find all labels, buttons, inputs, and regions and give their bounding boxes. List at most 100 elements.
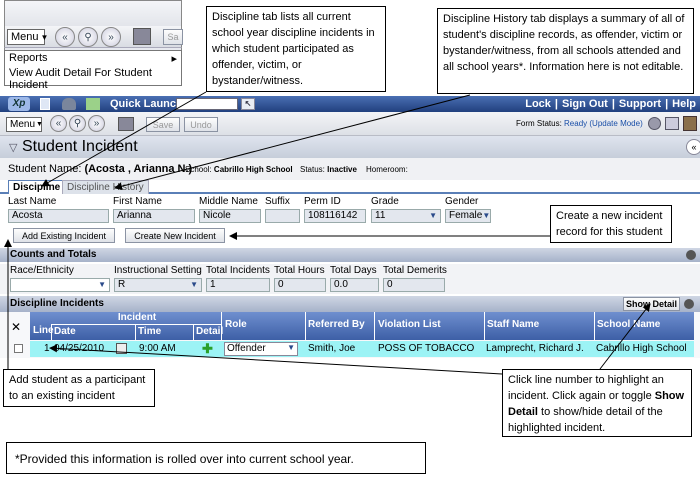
middle-name-label: Middle Name — [199, 196, 258, 207]
middle-name-field[interactable]: Nicole — [199, 209, 261, 223]
dropdown-arrow-icon: ▼ — [36, 121, 43, 128]
support-link[interactable]: Support — [618, 98, 662, 110]
collapse-circle-icon[interactable] — [684, 299, 694, 309]
window-icon[interactable] — [665, 117, 679, 130]
add-existing-incident-button[interactable]: Add Existing Incident — [13, 228, 115, 243]
status-info: Status: Inactive — [300, 165, 357, 174]
settings-icon[interactable] — [648, 117, 661, 130]
users-icon[interactable] — [62, 98, 76, 110]
app-topbar: Xp Quick Launch ↖ Lock| Sign Out| Suppor… — [0, 96, 700, 112]
table-row[interactable]: 1 04/25/2010 9:00 AM ✚ Offender ▼ Smith,… — [14, 341, 694, 357]
printer-icon[interactable] — [133, 28, 151, 45]
sign-out-link[interactable]: Sign Out — [562, 98, 608, 110]
callout-discipline-tab: Discipline tab lists all current school … — [206, 6, 386, 92]
collapse-triangle-icon[interactable]: ▽ — [9, 142, 18, 154]
perm-id-label: Perm ID — [304, 196, 341, 207]
previous-icon[interactable]: « — [55, 27, 75, 47]
show-detail-button[interactable]: Show Detail — [623, 297, 680, 311]
separator: | — [665, 98, 669, 110]
suffix-label: Suffix — [265, 196, 290, 207]
grade-label: Grade — [371, 196, 399, 207]
gender-select[interactable]: Female ▼ — [445, 209, 491, 223]
tab-discipline-history[interactable]: Discipline History — [62, 180, 149, 194]
callout-bold: Show Detail — [508, 390, 685, 418]
col-line: Line — [33, 325, 54, 336]
chevron-down-icon: ▼ — [429, 211, 437, 220]
callout-text: Click line number to highlight an incide… — [508, 374, 664, 402]
chevron-down-icon: ▼ — [287, 343, 295, 352]
incident-group-header: Incident — [117, 312, 157, 323]
inset-toolbar-icons: Menu ▼ « ⚲ » Sa — [4, 26, 183, 48]
page-title: Student Incident — [22, 138, 138, 155]
total-demerits-label: Total Demerits — [383, 265, 447, 276]
row-checkbox[interactable] — [14, 344, 23, 353]
plus-icon[interactable]: ✚ — [202, 341, 213, 356]
callout-add-student: Add student as a participant to an exist… — [3, 369, 155, 407]
staff-value: Lamprecht, Richard J. — [486, 343, 584, 354]
inset-menu-button[interactable]: Menu ▼ — [7, 29, 48, 45]
line-number[interactable]: 1 — [44, 343, 50, 354]
callout-history-tab: Discipline History tab displays a summar… — [437, 8, 694, 94]
go-icon[interactable]: ↖ — [241, 98, 255, 110]
grade-select[interactable]: 11 ▼ — [371, 209, 441, 223]
homeroom-label: Homeroom: — [366, 165, 408, 174]
chevron-down-icon: ▼ — [98, 280, 106, 289]
first-name-label: First Name — [113, 196, 162, 207]
first-name-field[interactable]: Arianna — [113, 209, 195, 223]
instructional-setting-select[interactable]: R ▼ — [114, 278, 202, 292]
total-incidents-field[interactable]: 1 — [206, 278, 270, 292]
close-x-icon[interactable]: ✕ — [11, 320, 22, 334]
collapse-circle-icon[interactable] — [686, 250, 696, 260]
undo-button[interactable]: Undo — [184, 117, 218, 132]
incidents-section-title: Discipline Incidents — [10, 298, 104, 309]
home-icon[interactable] — [86, 98, 100, 110]
form-status-value: Ready (Update Mode) — [564, 119, 643, 128]
gender-label: Gender — [445, 196, 479, 207]
form-status: Form Status: Ready (Update Mode) — [516, 119, 643, 128]
total-days-field[interactable]: 0.0 — [330, 278, 379, 292]
search-icon[interactable]: ⚲ — [78, 27, 98, 47]
perm-id-field[interactable]: 108116142 — [304, 209, 366, 223]
page-title-bar: ▽ Student Incident « — [0, 136, 700, 158]
last-name-field[interactable]: Acosta — [8, 209, 109, 223]
incidents-table: ✕ Incident Line Date Time Detail Role Re… — [0, 312, 700, 358]
incident-time: 9:00 AM — [139, 343, 176, 354]
calendar-icon[interactable] — [116, 343, 127, 354]
quick-launch-input[interactable] — [176, 98, 238, 110]
inset-save-button[interactable]: Sa — [163, 29, 183, 45]
total-demerits-field[interactable]: 0 — [383, 278, 445, 292]
race-select[interactable]: ▼ — [10, 278, 110, 292]
books-icon[interactable] — [683, 116, 697, 131]
separator: | — [554, 98, 558, 110]
save-button[interactable]: Save — [146, 117, 180, 132]
main-toolbar: Menu ▼ « ⚲ » Save Undo Form Status: Read… — [0, 112, 700, 136]
collapse-panel-icon[interactable]: « — [686, 139, 700, 155]
table-header: Incident Line Date Time Detail Role Refe… — [30, 312, 694, 340]
popup-item-reports[interactable]: Reports ▸ — [5, 51, 181, 66]
popup-item-audit-detail[interactable]: View Audit Detail For Student Incident — [9, 67, 152, 91]
instructional-setting-value: R — [118, 279, 126, 290]
create-new-incident-button[interactable]: Create New Incident — [125, 228, 225, 243]
callout-text: to show/hide detail of the highlighted i… — [508, 406, 663, 434]
chevron-down-icon: ▼ — [482, 211, 491, 220]
total-hours-label: Total Hours — [274, 265, 325, 276]
menu-button[interactable]: Menu ▼ — [6, 117, 43, 132]
quick-launch-label: Quick Launch — [110, 98, 183, 110]
suffix-field[interactable] — [265, 209, 300, 223]
total-hours-field[interactable]: 0 — [274, 278, 326, 292]
app-logo: Xp — [8, 97, 30, 111]
search-icon[interactable]: ⚲ — [69, 115, 86, 132]
next-icon[interactable]: » — [88, 115, 105, 132]
document-icon[interactable] — [40, 98, 50, 110]
role-select[interactable]: Offender ▼ — [224, 342, 298, 356]
previous-icon[interactable]: « — [50, 115, 67, 132]
next-icon[interactable]: » — [101, 27, 121, 47]
col-time: Time — [138, 326, 162, 337]
lock-link[interactable]: Lock — [525, 98, 551, 110]
col-referred-by: Referred By — [308, 319, 365, 330]
race-label: Race/Ethnicity — [10, 265, 74, 276]
top-links: Lock| Sign Out| Support| Help — [525, 98, 696, 110]
help-link[interactable]: Help — [672, 98, 696, 110]
printer-icon[interactable] — [118, 117, 134, 131]
popup-item-label: Reports — [9, 52, 48, 64]
